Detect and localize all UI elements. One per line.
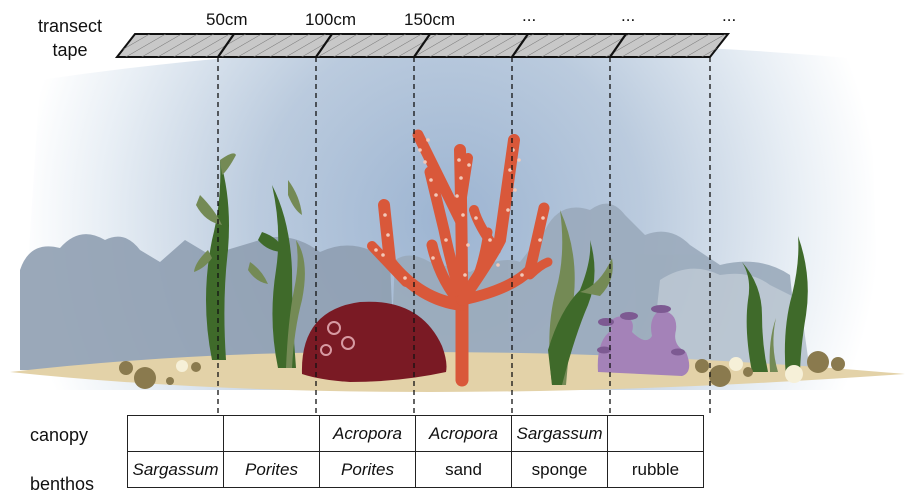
- tick-label-50cm: 50cm: [206, 10, 248, 30]
- tick-label-ellipsis: ...: [522, 6, 536, 26]
- benthos-cell: Sargassum: [128, 452, 224, 488]
- canopy-cell: Acropora: [320, 416, 416, 452]
- benthos-cell: sand: [416, 452, 512, 488]
- tape-label-line1: transect: [30, 14, 110, 38]
- tick-label-100cm: 100cm: [305, 10, 356, 30]
- canopy-row-label: canopy: [30, 425, 120, 446]
- benthos-cell: sponge: [512, 452, 608, 488]
- tick-label-ellipsis: ...: [621, 6, 635, 26]
- benthos-cell: Porites: [320, 452, 416, 488]
- benthos-row: Sargassum Porites Porites sand sponge ru…: [128, 452, 704, 488]
- tape-label-line2: tape: [30, 38, 110, 62]
- benthos-row-label: benthos: [30, 474, 120, 495]
- benthos-cell: Porites: [224, 452, 320, 488]
- benthos-cell: rubble: [608, 452, 704, 488]
- tick-label-150cm: 150cm: [404, 10, 455, 30]
- canopy-cell: Acropora: [416, 416, 512, 452]
- transect-tape-label: transect tape: [30, 14, 110, 62]
- canopy-cell: Sargassum: [512, 416, 608, 452]
- tick-label-ellipsis: ...: [722, 6, 736, 26]
- canopy-cell: [608, 416, 704, 452]
- point-intercept-table: Acropora Acropora Sargassum Sargassum Po…: [127, 415, 704, 488]
- canopy-cell: [128, 416, 224, 452]
- canopy-cell: [224, 416, 320, 452]
- canopy-row: Acropora Acropora Sargassum: [128, 416, 704, 452]
